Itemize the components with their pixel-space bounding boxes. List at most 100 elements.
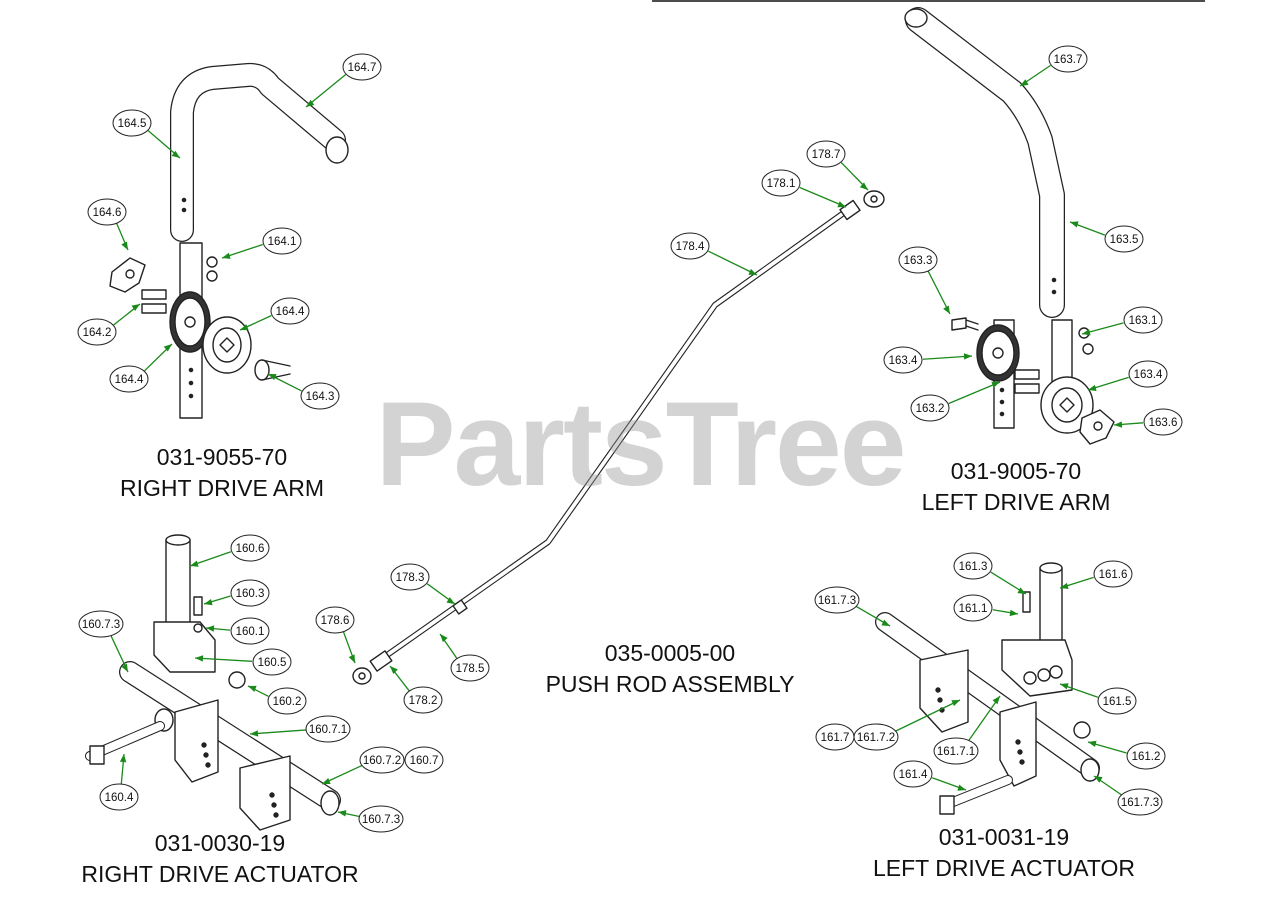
callout-bubble [252, 648, 292, 676]
leader-arrowhead [1060, 582, 1069, 590]
callout-160-7: 160.7 [404, 746, 444, 774]
callout-bubble [1104, 225, 1144, 253]
callout-label: 160.7.3 [362, 814, 400, 826]
callout-161-7-2: 161.7.2 [853, 699, 961, 751]
right-drive-actuator-name: RIGHT DRIVE ACTUATOR [81, 861, 359, 887]
leader-arrowhead [171, 150, 180, 158]
callout-164-6: 164.6 [87, 198, 129, 251]
callout-bubble [1117, 788, 1163, 816]
leader-arrowhead [121, 241, 128, 250]
callout-163-4b: 163.4 [1087, 360, 1168, 392]
callout-bubble [77, 318, 117, 346]
callout-label: 160.6 [236, 543, 265, 555]
callout-bubble [953, 552, 993, 580]
callout-bubble [230, 617, 270, 645]
callout-bubble [898, 246, 938, 274]
callout-161-7-3a: 161.7.3 [814, 586, 891, 627]
leader-arrowhead [1094, 776, 1103, 783]
callout-label: 178.2 [409, 695, 438, 707]
callout-164-7: 164.7 [305, 53, 382, 108]
left-drive-arm-drawing [904, 7, 1115, 445]
callout-163-5: 163.5 [1069, 221, 1144, 253]
callout-bubble [933, 737, 979, 765]
callout-164-2: 164.2 [77, 303, 141, 346]
callout-bubble [305, 715, 351, 743]
leader-arrowhead [338, 810, 347, 817]
callout-label: 163.5 [1110, 234, 1139, 246]
callout-164-3: 164.3 [267, 373, 340, 410]
callout-label: 178.1 [767, 178, 796, 190]
push-rod-name: PUSH ROD ASSEMBLY [545, 671, 795, 697]
callout-bubble [267, 687, 307, 715]
leader-arrowhead [943, 305, 950, 314]
callout-163-3: 163.3 [898, 246, 951, 315]
callout-label: 160.7.2 [363, 755, 401, 767]
callout-161-7-3b: 161.7.3 [1093, 775, 1163, 816]
callout-label: 160.3 [236, 588, 265, 600]
callout-label: 160.4 [105, 792, 134, 804]
callout-label: 164.2 [83, 327, 112, 339]
callout-163-2: 163.2 [910, 381, 1001, 422]
callout-label: 163.2 [916, 403, 945, 415]
callout-164-4a: 164.4 [239, 297, 310, 331]
callout-label: 163.7 [1054, 54, 1083, 66]
leader-arrowhead [446, 597, 455, 604]
push-rod-caption: 035-0005-00 PUSH ROD ASSEMBLY [540, 638, 800, 700]
callout-label: 163.1 [1129, 315, 1158, 327]
leader-line [305, 74, 347, 108]
callout-label: 163.3 [904, 255, 933, 267]
callout-label: 160.7 [410, 755, 439, 767]
callout-label: 160.2 [273, 696, 302, 708]
callout-bubble [315, 606, 355, 634]
leader-arrowhead [859, 182, 868, 190]
callout-160-2: 160.2 [247, 685, 307, 715]
callout-164-5: 164.5 [112, 109, 181, 159]
leader-arrowhead [206, 625, 215, 632]
right-drive-actuator-part-number: 031-0030-19 [154, 830, 286, 856]
callout-label: 161.7.3 [1121, 797, 1159, 809]
callout-label: 164.1 [268, 236, 297, 248]
callout-bubble [403, 686, 443, 714]
leader-arrowhead [1017, 587, 1026, 594]
leader-arrowhead [1082, 329, 1091, 336]
callout-label: 164.4 [276, 306, 305, 318]
leader-arrowhead [250, 730, 259, 737]
left-drive-actuator-caption: 031-0031-19 LEFT DRIVE ACTUATOR [862, 822, 1146, 884]
leader-arrowhead [348, 654, 355, 663]
callout-160-7-1: 160.7.1 [249, 715, 351, 743]
callout-label: 178.7 [812, 149, 841, 161]
callout-label: 161.4 [899, 769, 928, 781]
callout-bubble [270, 297, 310, 325]
callout-bubble [450, 654, 490, 682]
leader-arrowhead [1020, 79, 1029, 86]
callout-bubble [358, 805, 404, 833]
leader-arrowhead [195, 655, 204, 662]
callout-label: 178.3 [396, 572, 425, 584]
leader-line [799, 186, 847, 208]
callout-163-1: 163.1 [1081, 306, 1163, 336]
leader-line [894, 699, 961, 733]
callout-label: 178.4 [676, 241, 705, 253]
callout-163-7: 163.7 [1019, 45, 1088, 87]
callout-label: 178.5 [456, 663, 485, 675]
callout-label: 178.6 [321, 615, 350, 627]
leader-arrowhead [1009, 609, 1018, 617]
callout-160-3: 160.3 [203, 579, 270, 607]
callout-label: 161.7.1 [937, 746, 975, 758]
callout-label: 161.2 [1132, 751, 1161, 763]
callout-bubble [300, 382, 340, 410]
left-drive-actuator-name: LEFT DRIVE ACTUATOR [873, 855, 1135, 881]
leader-arrowhead [390, 666, 398, 674]
callout-bubble [806, 140, 846, 168]
callout-label: 164.5 [118, 118, 147, 130]
callout-178-5: 178.5 [439, 633, 490, 682]
callout-label: 161.5 [1103, 696, 1132, 708]
callout-160-5: 160.5 [194, 648, 292, 676]
callout-bubble [230, 534, 270, 562]
callout-bubble [99, 783, 139, 811]
leader-line [249, 729, 309, 735]
leader-arrowhead [957, 784, 966, 791]
callout-bubble [230, 579, 270, 607]
